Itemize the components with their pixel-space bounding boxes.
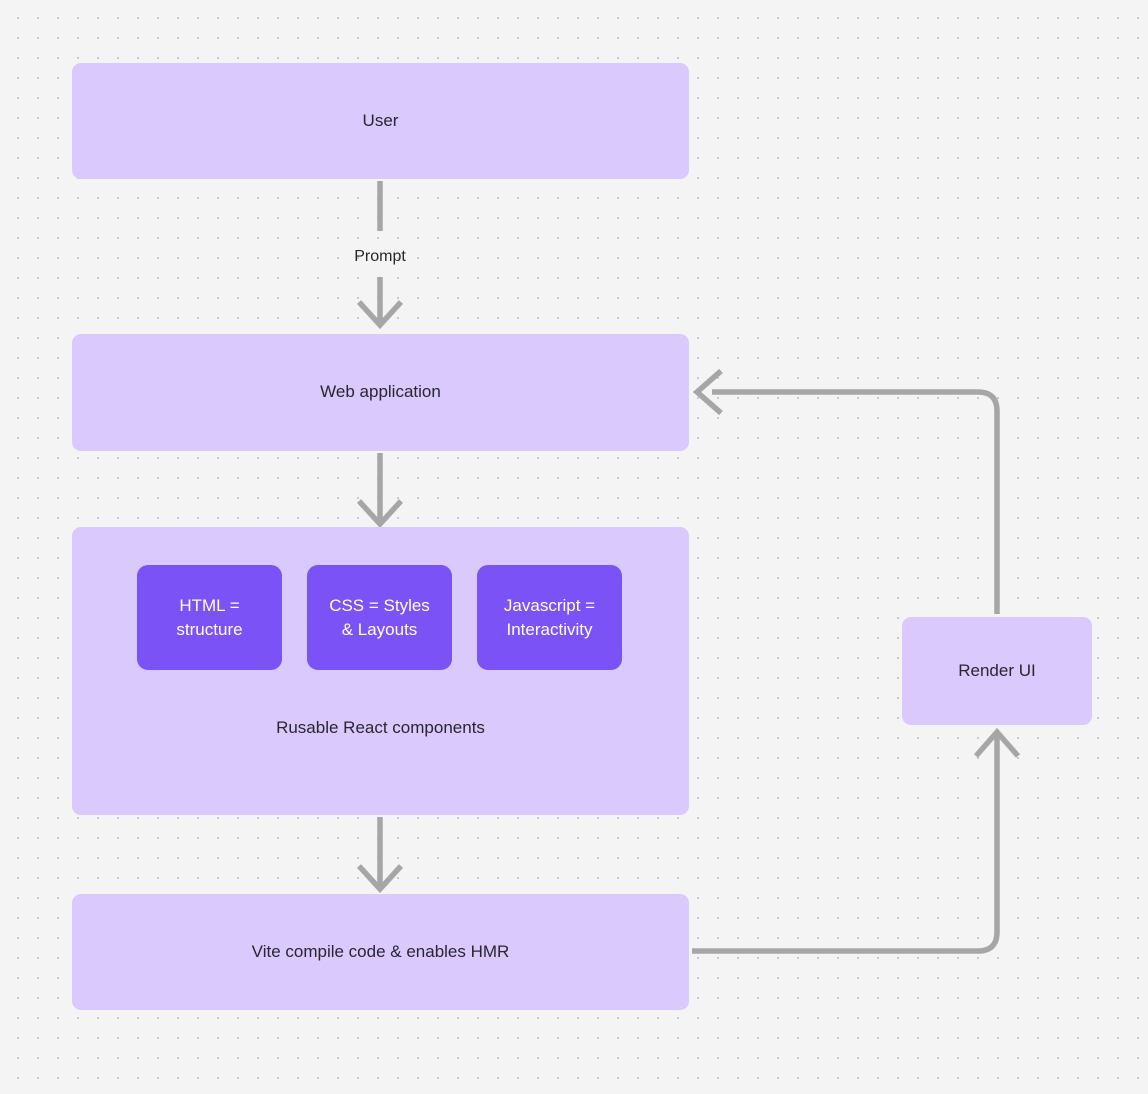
chip-javascript[interactable]: Javascript = Interactivity [477, 565, 622, 670]
arrowhead-prompt-to-web [356, 300, 404, 330]
node-components[interactable]: HTML = structure CSS = Styles & Layouts … [72, 527, 689, 815]
arrowhead-render-to-web [692, 368, 723, 416]
chip-html-label: HTML = structure [176, 596, 243, 639]
node-user-label: User [362, 110, 399, 130]
chip-css[interactable]: CSS = Styles & Layouts [307, 565, 452, 670]
node-render-ui-label: Render UI [958, 660, 1036, 680]
node-vite[interactable]: Vite compile code & enables HMR [72, 894, 689, 1010]
node-web-application[interactable]: Web application [72, 334, 689, 451]
node-web-application-label: Web application [320, 382, 441, 402]
chip-html[interactable]: HTML = structure [137, 565, 282, 670]
node-components-label: Rusable React components [276, 718, 485, 737]
chip-javascript-label: Javascript = Interactivity [503, 596, 596, 639]
edge-vite-to-render [692, 734, 1000, 954]
node-vite-label: Vite compile code & enables HMR [251, 941, 510, 961]
arrowhead-vite-to-render [973, 727, 1021, 758]
arrowhead-web-to-components [356, 499, 404, 529]
arrowhead-components-to-vite [356, 864, 404, 894]
edge-label-prompt: Prompt [354, 248, 406, 265]
chip-css-label: CSS = Styles & Layouts [329, 596, 430, 639]
node-user[interactable]: User [72, 63, 689, 179]
node-render-ui[interactable]: Render UI [902, 617, 1092, 725]
edge-render-to-web [712, 389, 1000, 614]
